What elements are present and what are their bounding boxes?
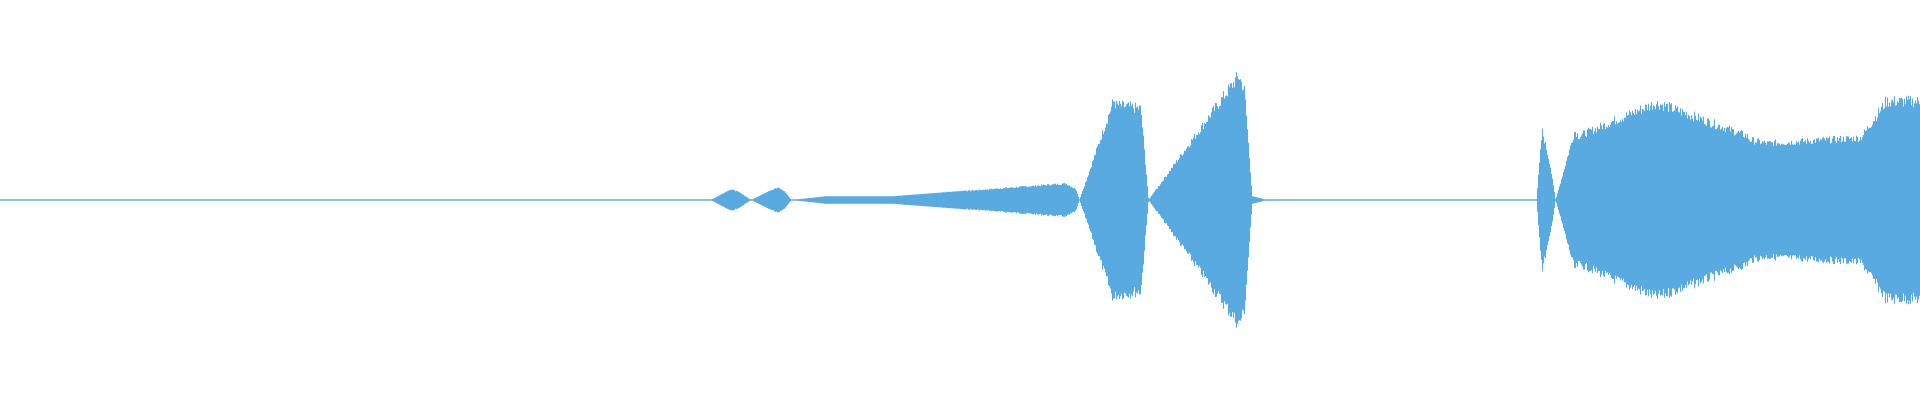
waveform-series <box>0 72 1920 328</box>
